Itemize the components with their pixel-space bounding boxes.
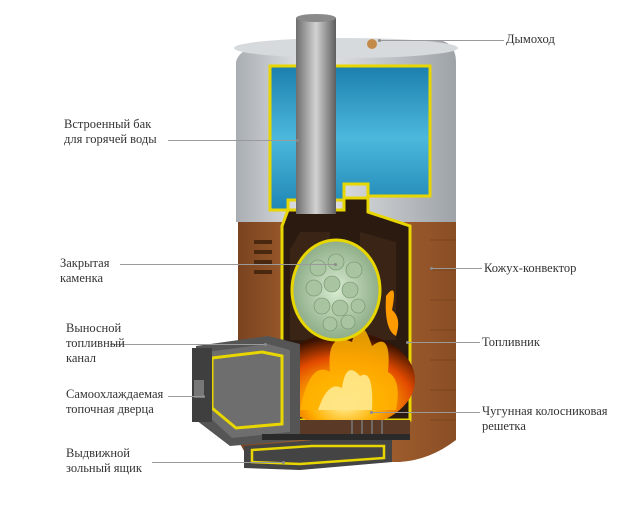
leader-tank <box>168 140 298 141</box>
leader-dot-door <box>202 395 205 398</box>
leader-dot-tank <box>296 139 299 142</box>
hot-water-tank <box>234 38 458 222</box>
leader-firebox <box>408 342 480 343</box>
label-fuel-channel: Выносной топливный канал <box>66 321 125 365</box>
label-door: Самоохлаждаемая топочная дверца <box>66 387 164 416</box>
leader-grate <box>372 412 480 413</box>
leader-dot-grate <box>370 411 373 414</box>
fuel-channel <box>192 336 300 446</box>
leader-dot-ash-box <box>282 461 285 464</box>
label-heater: Закрытая каменка <box>60 256 110 285</box>
leader-dot-casing <box>430 267 433 270</box>
leader-dot-firebox <box>406 341 409 344</box>
leader-dot-heater <box>334 263 337 266</box>
leader-fuel-channel <box>110 344 266 345</box>
label-ash-box: Выдвижной зольный ящик <box>66 446 142 475</box>
label-grate: Чугунная колосниковая решетка <box>482 404 608 433</box>
label-casing: Кожух-конвектор <box>484 261 577 275</box>
leader-heater <box>120 264 336 265</box>
label-firebox: Топливник <box>482 335 540 349</box>
label-chimney: Дымоход <box>506 32 555 46</box>
leader-door <box>168 396 204 397</box>
leader-dot-chimney <box>378 39 381 42</box>
leader-casing <box>432 268 482 269</box>
label-tank: Встроенный бак для горячей воды <box>64 117 157 146</box>
leader-ash-box <box>152 462 284 463</box>
chimney-pipe <box>296 14 336 214</box>
closed-heater <box>290 238 382 342</box>
leader-chimney <box>380 40 504 41</box>
leader-dot-fuel-channel <box>264 343 267 346</box>
